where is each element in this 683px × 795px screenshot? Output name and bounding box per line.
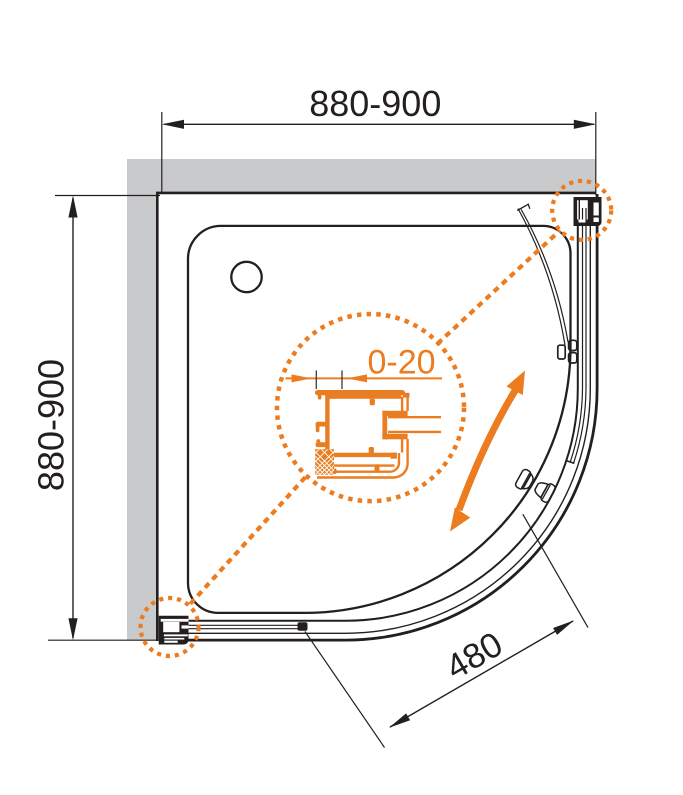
svg-text:480: 480	[439, 625, 509, 688]
svg-text:880-900: 880-900	[31, 359, 72, 491]
svg-text:0-20: 0-20	[367, 344, 435, 382]
svg-text:880-900: 880-900	[309, 83, 441, 124]
